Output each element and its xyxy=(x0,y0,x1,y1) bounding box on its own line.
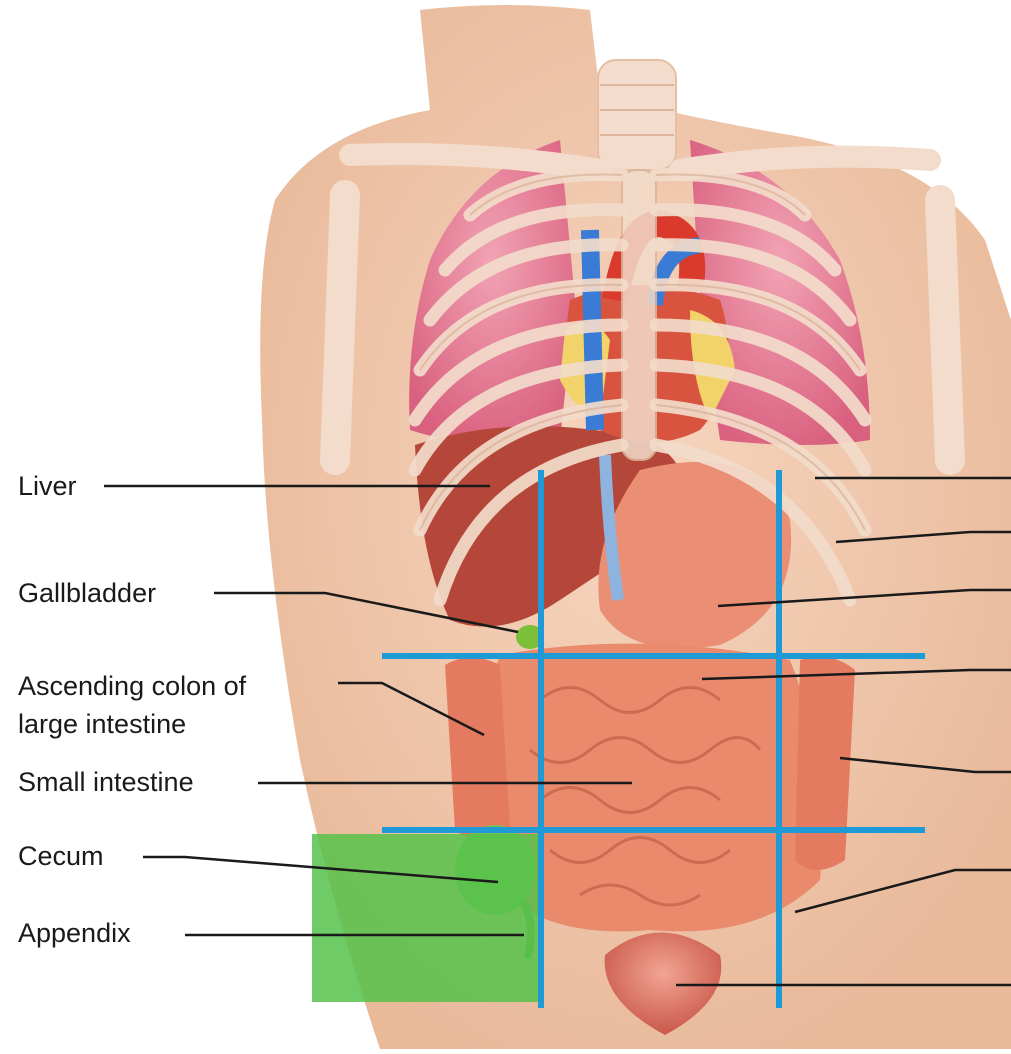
label-liver: Liver xyxy=(18,470,77,503)
left-humerus xyxy=(940,200,950,460)
label-small-intestine: Small intestine xyxy=(18,766,194,799)
ascending-colon xyxy=(445,658,510,841)
cervical-spine xyxy=(598,60,676,170)
label-appendix: Appendix xyxy=(18,917,131,950)
descending-colon xyxy=(795,657,855,870)
left-clavicle xyxy=(680,157,930,170)
highlight-region-right-iliac[interactable] xyxy=(312,834,540,1002)
label-ascending-colon-line1: Ascending colon of xyxy=(18,670,246,703)
label-cecum: Cecum xyxy=(18,840,104,873)
label-ascending-colon-line2: large intestine xyxy=(18,708,186,741)
label-gallbladder: Gallbladder xyxy=(18,577,156,610)
right-humerus xyxy=(335,195,345,460)
